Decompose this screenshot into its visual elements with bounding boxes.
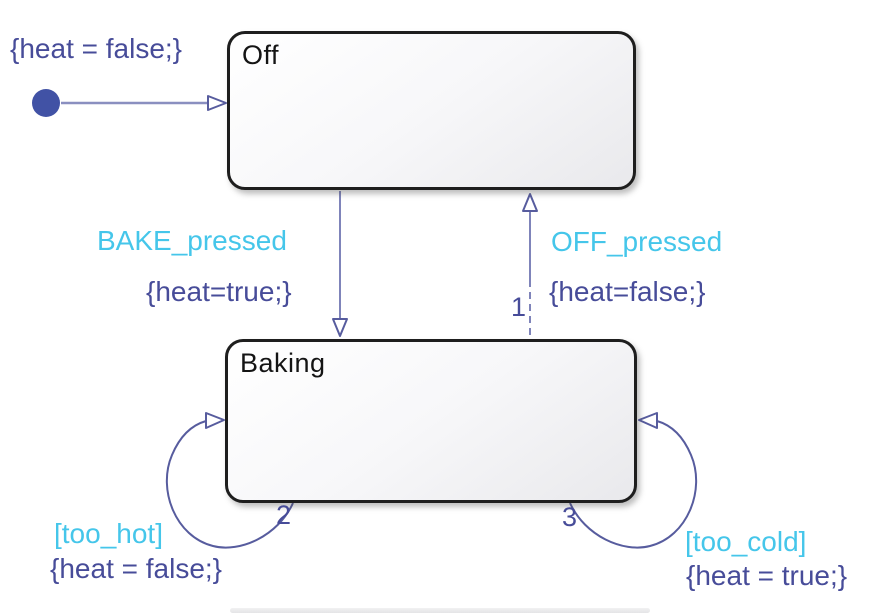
too-cold-transition-condition-label[interactable]: [too_cold] xyxy=(685,526,807,557)
too-hot-transition-action-label[interactable]: {heat = false;} xyxy=(50,553,223,584)
arrowhead-too-hot-icon xyxy=(205,412,225,429)
bake-transition-action-label[interactable]: {heat=true;} xyxy=(146,276,292,307)
off-transition-event-label[interactable]: OFF_pressed xyxy=(551,226,723,257)
too-cold-transition-action-label[interactable]: {heat = true;} xyxy=(686,560,848,591)
arrowhead-bake-icon xyxy=(332,318,348,337)
initial-transition-action-label[interactable]: {heat = false;} xyxy=(10,33,183,64)
off-transition-action-label[interactable]: {heat=false;} xyxy=(549,276,706,307)
initial-state-dot[interactable] xyxy=(32,89,60,117)
arrowhead-initial-icon xyxy=(207,95,227,111)
state-baking[interactable]: Baking xyxy=(225,339,637,503)
arrowhead-off-icon xyxy=(522,193,538,212)
too-hot-transition-order-number[interactable]: 2 xyxy=(276,500,292,530)
state-off-label: Off xyxy=(242,40,280,70)
state-off[interactable]: Off xyxy=(227,31,636,190)
too-hot-transition-condition-label[interactable]: [too_hot] xyxy=(54,518,163,549)
arrowhead-too-cold-icon xyxy=(638,412,658,429)
transition-too-hot-loop[interactable] xyxy=(165,420,294,549)
bottom-window-edge xyxy=(230,608,650,613)
bake-transition-event-label[interactable]: BAKE_pressed xyxy=(97,225,287,256)
too-cold-transition-order-number[interactable]: 3 xyxy=(562,502,578,532)
transition-too-cold-loop[interactable] xyxy=(569,420,698,549)
state-baking-label: Baking xyxy=(240,348,326,378)
off-transition-order-number[interactable]: 1 xyxy=(510,292,526,322)
